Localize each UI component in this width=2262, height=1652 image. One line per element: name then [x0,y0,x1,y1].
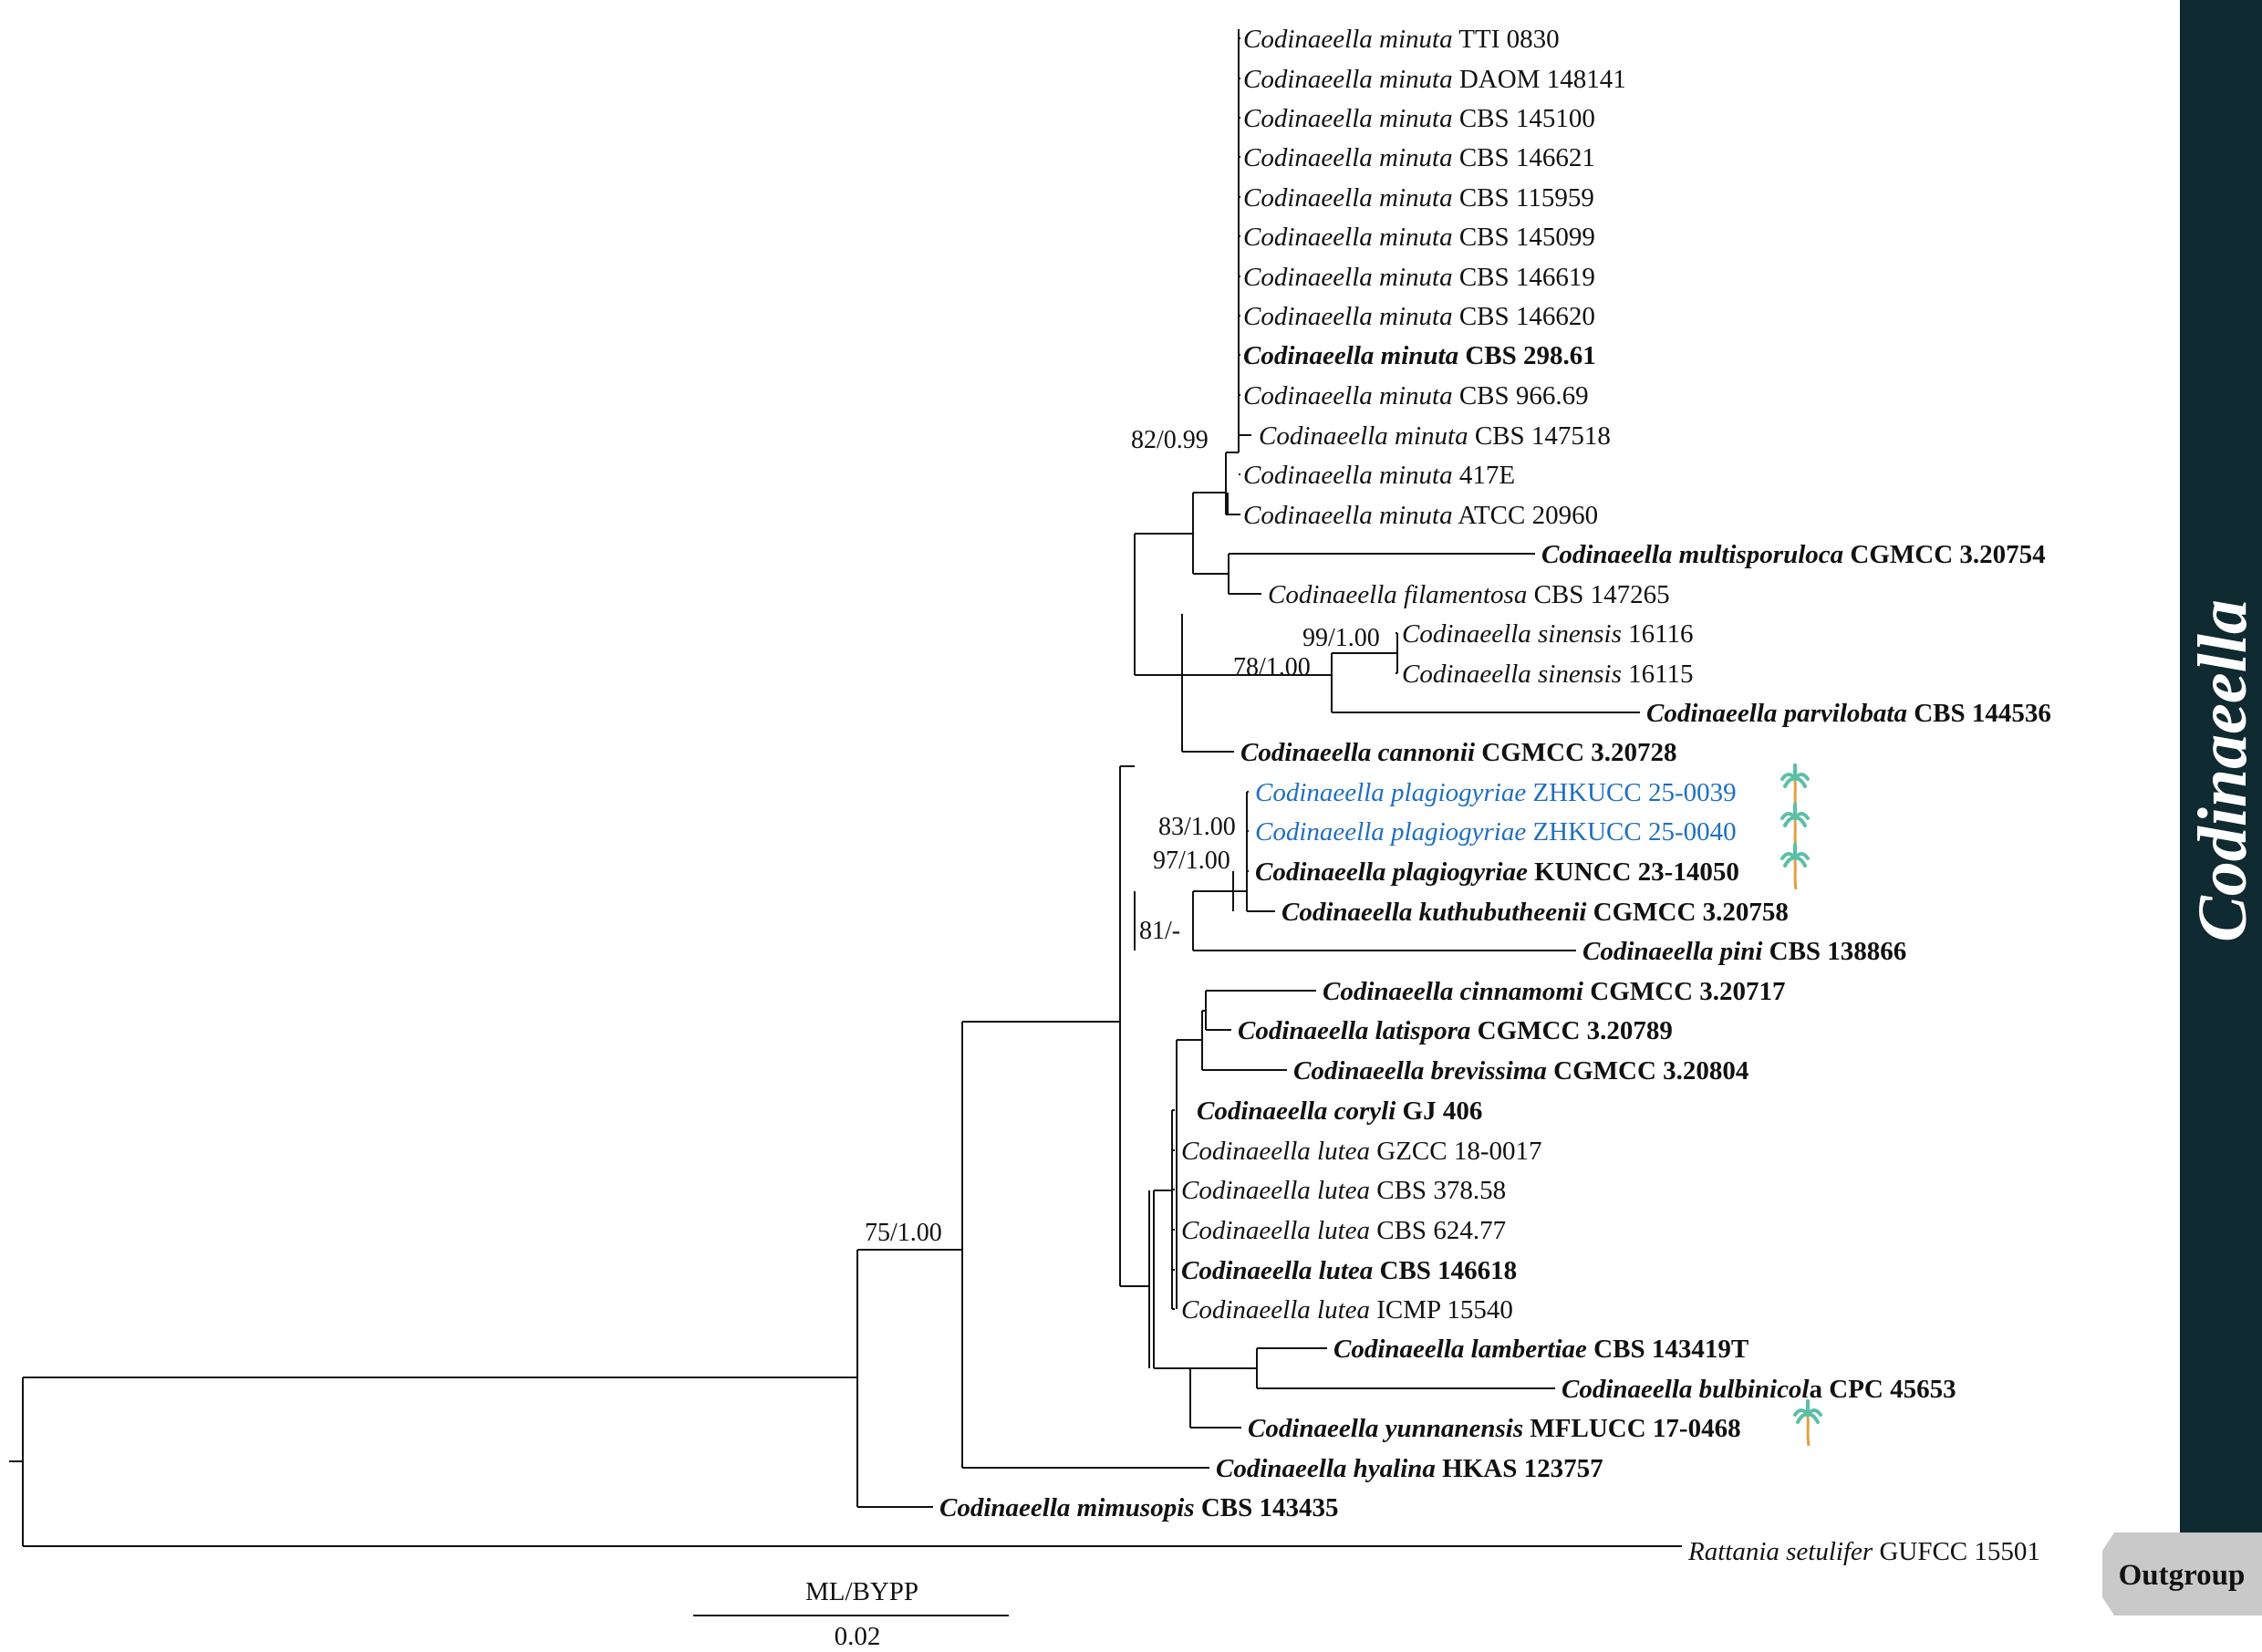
tree-branches [9,29,1682,1547]
tip-label: Codinaeella lutea CBS 378.58 [1181,1176,1506,1205]
support-value: 99/1.00 [1302,624,1380,652]
palm-tree-icon [1780,803,1810,850]
palm-tree-icon [1780,843,1810,890]
tip-label: Codinaeella minuta DAOM 148141 [1243,65,1626,94]
scale-legend: ML/BYPP 0.02 [693,1577,1009,1651]
clade-label: Codinaeella [2184,599,2261,942]
outgroup-label: Outgroup [2119,1559,2246,1592]
tip-label: Codinaeella coryli GJ 406 [1197,1096,1482,1126]
tip-label: Codinaeella multisporuloca CGMCC 3.20754 [1541,540,2046,569]
tip-label: Codinaeella lutea GZCC 18-0017 [1181,1137,1542,1166]
support-value: 83/1.00 [1158,813,1236,841]
tip-label: Codinaeella lutea ICMP 15540 [1181,1295,1513,1325]
outgroup-tag-shape [2102,1533,2262,1616]
tip-label: Codinaeella minuta CBS 145100 [1243,104,1595,133]
clade-bar [2180,0,2262,1533]
tip-label: Codinaeella yunnanensis MFLUCC 17-0468 [1248,1414,1741,1443]
support-value: 97/1.00 [1153,847,1230,875]
tip-label: Codinaeella plagiogyriae KUNCC 23-14050 [1255,857,1739,887]
tip-label: Codinaeella lutea CBS 624.77 [1181,1216,1506,1245]
tip-label: Codinaeella pini CBS 138866 [1582,937,1906,966]
tip-label: Codinaeella lambertiae CBS 143419T [1333,1335,1748,1364]
palm-tree-icon [1793,1399,1822,1447]
tip-label: Codinaeella lutea CBS 146618 [1181,1256,1517,1285]
support-value: 82/0.99 [1131,426,1209,454]
support-value: 75/1.00 [865,1219,942,1247]
tip-label: Codinaeella cannonii CGMCC 3.20728 [1240,738,1677,767]
support-value: 81/- [1139,917,1180,945]
tip-label: Codinaeella latispora CGMCC 3.20789 [1238,1016,1673,1045]
tip-label: Codinaeella cinnamomi CGMCC 3.20717 [1323,977,1786,1006]
tip-label: Codinaeella minuta ATCC 20960 [1243,501,1598,530]
support-values: 82/0.99 99/1.00 78/1.00 83/1.00 97/1.00 … [865,426,1380,1247]
tip-label: Codinaeella minuta TTI 0830 [1243,25,1560,54]
tip-label: Codinaeella bulbinicola CPC 45653 [1562,1375,1956,1404]
tip-label: Codinaeella minuta CBS 146621 [1243,143,1595,172]
tip-label: Codinaeella brevissima CGMCC 3.20804 [1293,1056,1748,1086]
tip-label: Codinaeella sinensis 16115 [1402,660,1694,689]
tip-label: Codinaeella sinensis 16116 [1402,619,1694,649]
tip-label: Codinaeella plagiogyriae ZHKUCC 25-0039 [1255,778,1737,807]
support-key-label: ML/BYPP [805,1577,918,1606]
tip-label: Codinaeella hyalina HKAS 123757 [1216,1454,1603,1483]
tip-label: Codinaeella minuta CBS 298.61 [1243,341,1596,370]
tip-label: Rattania setulifer GUFCC 15501 [1687,1537,2040,1566]
tip-label: Codinaeella minuta CBS 147518 [1259,421,1611,451]
tip-label: Codinaeella mimusopis CBS 143435 [939,1493,1339,1522]
tip-label: Codinaeella minuta CBS 146620 [1243,302,1595,331]
tip-label: Codinaeella kuthubutheenii CGMCC 3.20758 [1281,898,1789,927]
tip-label: Codinaeella parvilobata CBS 144536 [1646,699,2051,728]
tip-label: Codinaeella minuta CBS 146619 [1243,263,1595,292]
tip-label: Codinaeella minuta 417E [1243,461,1515,490]
scale-value: 0.02 [835,1622,881,1651]
clade-bar-codinaeella: Codinaeella [2180,0,2262,1533]
tip-label: Codinaeella minuta CBS 966.69 [1243,381,1589,410]
support-value: 78/1.00 [1233,653,1311,681]
outgroup-box: Outgroup [2102,1533,2262,1616]
tip-label: Codinaeella minuta CBS 115959 [1243,183,1594,213]
tip-label: Codinaeella plagiogyriae ZHKUCC 25-0040 [1255,817,1737,847]
tip-label: Codinaeella minuta CBS 145099 [1243,223,1595,252]
tip-label: Codinaeella filamentosa CBS 147265 [1268,580,1670,609]
palm-markers [1780,764,1822,1447]
